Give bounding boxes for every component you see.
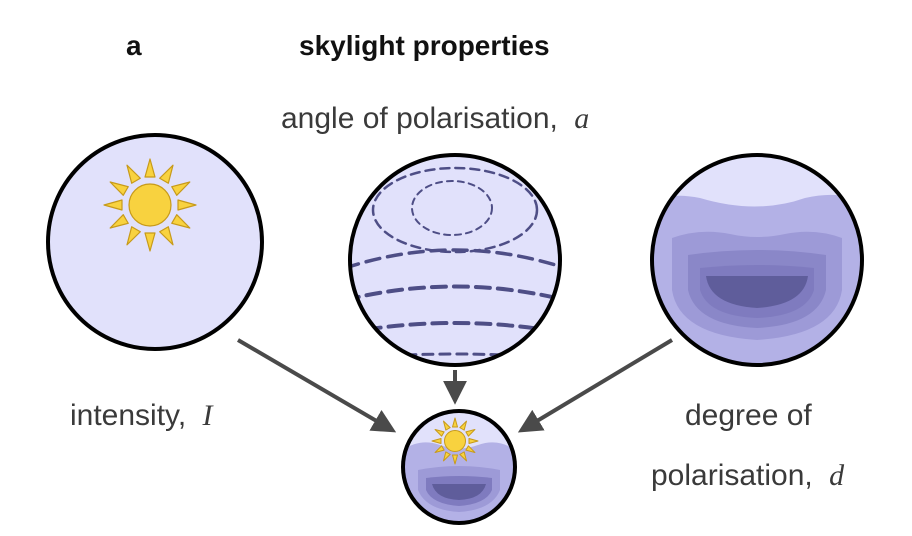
degree-label-line2: polarisation, d bbox=[651, 459, 845, 492]
intensity-label: intensity, I bbox=[70, 399, 215, 432]
angle-symbol: a bbox=[574, 102, 589, 135]
degree-symbol: d bbox=[829, 459, 845, 492]
sun-icon bbox=[103, 158, 197, 252]
degree-label-line1: degree of bbox=[685, 399, 812, 432]
panel-title: skylight properties bbox=[299, 30, 550, 61]
degree-label-text: polarisation, bbox=[651, 459, 813, 492]
intensity-symbol: I bbox=[202, 399, 215, 432]
combined-skylight-circle bbox=[401, 409, 517, 525]
arrow-degree-to-combined bbox=[517, 338, 674, 433]
intensity-label-text: intensity, bbox=[70, 399, 186, 432]
angle-label: angle of polarisation, a bbox=[281, 102, 589, 135]
angle-of-polarisation-circle bbox=[348, 153, 562, 367]
sun-icon bbox=[431, 417, 479, 465]
arrow-intensity-to-combined bbox=[236, 338, 397, 433]
panel-letter: a bbox=[126, 30, 142, 61]
angle-label-text: angle of polarisation, bbox=[281, 102, 558, 135]
intensity-circle bbox=[46, 133, 264, 351]
degree-of-polarisation-circle bbox=[650, 153, 864, 367]
